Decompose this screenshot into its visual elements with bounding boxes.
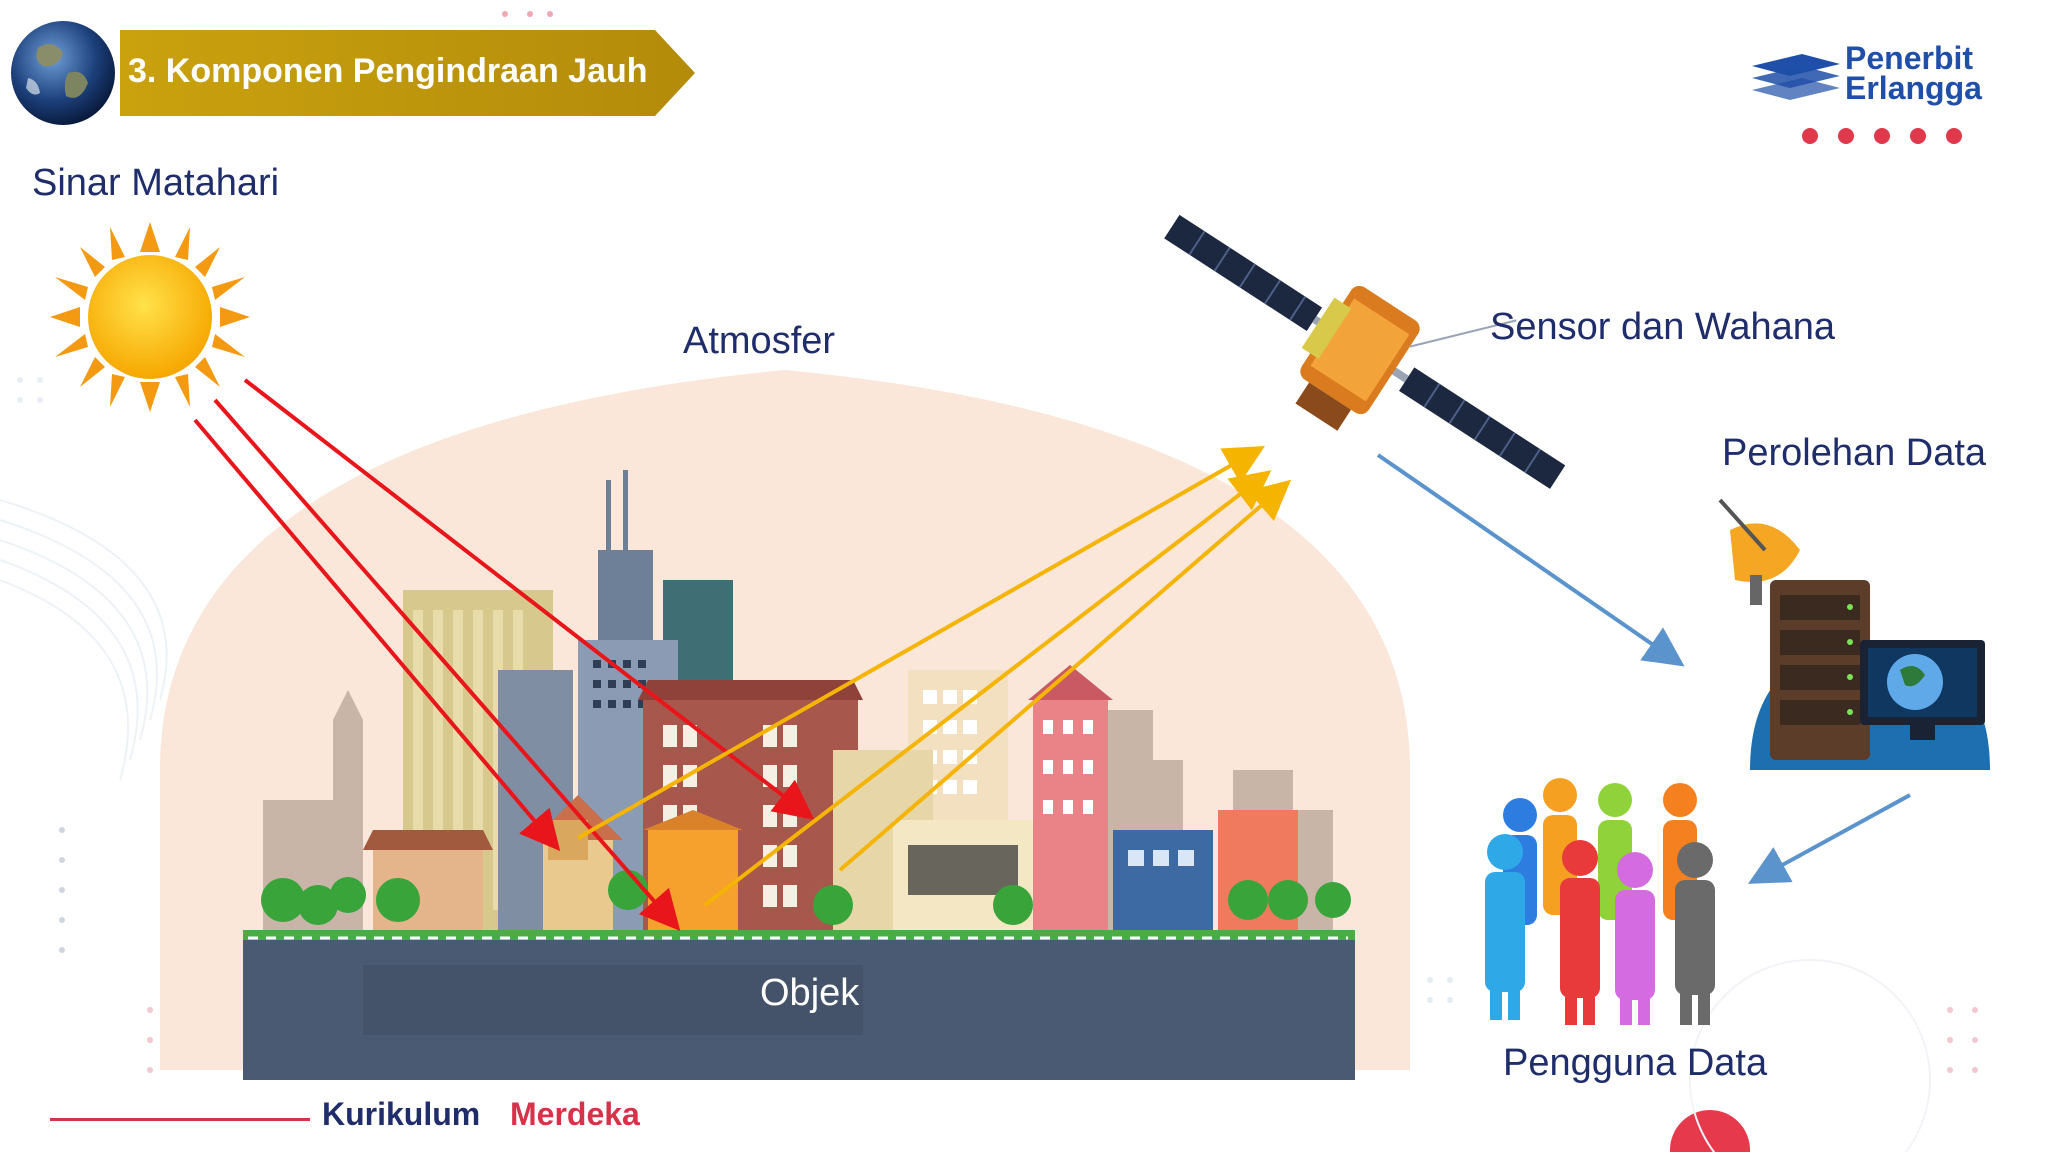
logo-text-erlangga: Erlangga [1845, 70, 1982, 106]
incoming-ray-1 [193, 418, 561, 852]
label-sensor: Sensor dan Wahana [1490, 306, 1836, 348]
satellite-icon [1164, 214, 1566, 489]
label-sun: Sinar Matahari [32, 162, 280, 204]
title-banner [120, 30, 695, 116]
logo-dots [1802, 128, 1962, 144]
book-stack-icon [1752, 54, 1840, 100]
sun-icon [50, 222, 250, 412]
footer-kurikulum: Kurikulum [322, 1096, 481, 1132]
data-flow-arrow-1 [1376, 453, 1685, 667]
server-icon [1770, 580, 1870, 760]
label-acquisition: Perolehan Data [1722, 432, 1987, 474]
satellite-dish-icon [1718, 498, 1800, 605]
people-group-icon [1485, 778, 1715, 1025]
label-users: Pengguna Data [1503, 1042, 1768, 1084]
data-station [1718, 498, 1990, 770]
reflected-ray-1 [577, 446, 1265, 840]
city-illustration [243, 470, 1355, 1080]
label-object: Objek [760, 972, 860, 1014]
logo-text-penerbit: Penerbit [1845, 40, 1974, 76]
incoming-ray-3 [243, 378, 815, 820]
label-atmosphere: Atmosfer [683, 320, 836, 362]
page-title: 3. Komponen Pengindraan Jauh [128, 52, 648, 90]
footer-merdeka: Merdeka [510, 1096, 640, 1132]
reflected-ray-2 [703, 470, 1272, 907]
monitor-globe-icon [1860, 640, 1985, 740]
incoming-ray-2 [213, 398, 681, 932]
footer-line [50, 1118, 310, 1121]
reflected-ray-3 [838, 479, 1292, 872]
earth-globe-icon [11, 21, 115, 125]
data-flow-arrow-2 [1747, 793, 1911, 884]
